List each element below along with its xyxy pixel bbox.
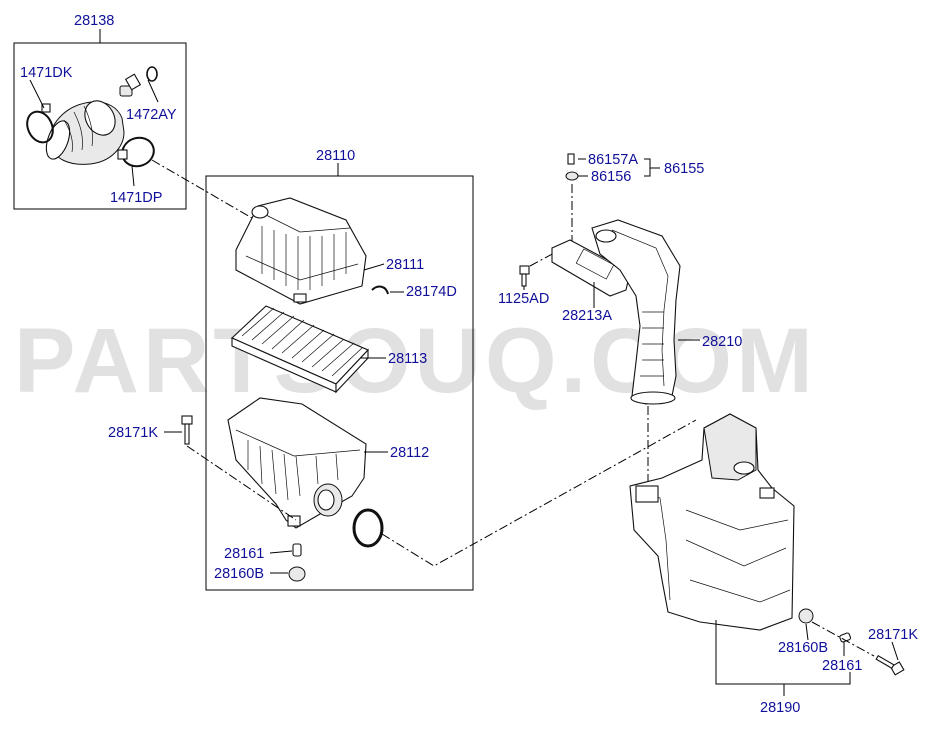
leader-1471DP (131, 165, 135, 187)
label-28161-left[interactable]: 28161 (224, 546, 264, 562)
label-28174D[interactable]: 28174D (406, 284, 457, 300)
label-28138[interactable]: 28138 (74, 13, 114, 29)
bolt-1125AD-part[interactable] (519, 265, 530, 287)
label-86155[interactable]: 86155 (664, 161, 704, 177)
hose-clamp-left-part[interactable] (22, 103, 57, 147)
label-28171K-right[interactable]: 28171K (868, 627, 918, 643)
grommet-pin-left-part[interactable] (292, 543, 302, 557)
air-intake-duct-28210-part[interactable] (591, 219, 681, 405)
washer-86156-part[interactable] (565, 171, 579, 181)
resonator-28190-part[interactable] (629, 413, 795, 631)
leader-28111 (363, 263, 385, 271)
leader-28160B-right (805, 623, 809, 641)
air-cleaner-cover-part[interactable] (235, 197, 367, 305)
label-28112[interactable]: 28112 (390, 445, 429, 461)
air-filter-element-part[interactable] (231, 305, 369, 394)
leader-1471DK (29, 79, 45, 109)
leader-28161-left (269, 550, 293, 554)
watermark-text: PARTSOUQ.COM (14, 310, 817, 412)
centerline-bolt-to-case (186, 445, 297, 521)
leader-28171K-right (891, 641, 899, 661)
label-86157A[interactable]: 86157A (588, 152, 638, 168)
cover-clip-part[interactable] (371, 285, 389, 295)
centerline-hose-to-cover (151, 159, 253, 219)
label-28160B-left[interactable]: 28160B (214, 566, 264, 582)
bolt-right-part[interactable] (875, 655, 905, 676)
leader-1472AY (147, 79, 159, 103)
label-1471DP[interactable]: 1471DP (110, 190, 162, 206)
label-28213A[interactable]: 28213A (562, 308, 612, 324)
label-1125AD[interactable]: 1125AD (498, 291, 549, 307)
air-cleaner-group-box (205, 175, 474, 591)
centerline-case-to-resonator (381, 419, 697, 567)
bracket-28190 (715, 620, 851, 685)
label-28160B-right[interactable]: 28160B (778, 640, 828, 656)
air-cleaner-lower-case-part[interactable] (227, 397, 367, 529)
label-28171K-left[interactable]: 28171K (108, 425, 158, 441)
label-28210[interactable]: 28210 (702, 334, 742, 350)
label-1472AY[interactable]: 1472AY (126, 107, 177, 123)
air-cleaner-outlet-seal-part[interactable] (352, 508, 384, 548)
screw-86157A-part[interactable] (567, 153, 575, 165)
label-28113[interactable]: 28113 (388, 351, 427, 367)
rubber-mount-right-part[interactable] (798, 608, 814, 624)
hose-clamp-right-part[interactable] (117, 133, 158, 170)
centerline-right-fasteners (811, 621, 875, 657)
label-28110[interactable]: 28110 (316, 148, 355, 164)
label-28111[interactable]: 28111 (386, 257, 424, 273)
bolt-left-part[interactable] (181, 415, 193, 445)
duct-bracket-28213A-part[interactable] (551, 239, 631, 297)
bracket-86155 (644, 158, 651, 177)
intake-hose-part[interactable] (42, 95, 125, 165)
hose-connector-part[interactable] (119, 66, 158, 97)
label-86156[interactable]: 86156 (591, 169, 631, 185)
rubber-mount-left-part[interactable] (288, 566, 306, 582)
grommet-pin-right-part[interactable] (839, 632, 852, 643)
label-1471DK[interactable]: 1471DK (20, 65, 73, 81)
label-28161-right[interactable]: 28161 (822, 658, 862, 674)
label-28190[interactable]: 28190 (760, 700, 800, 716)
